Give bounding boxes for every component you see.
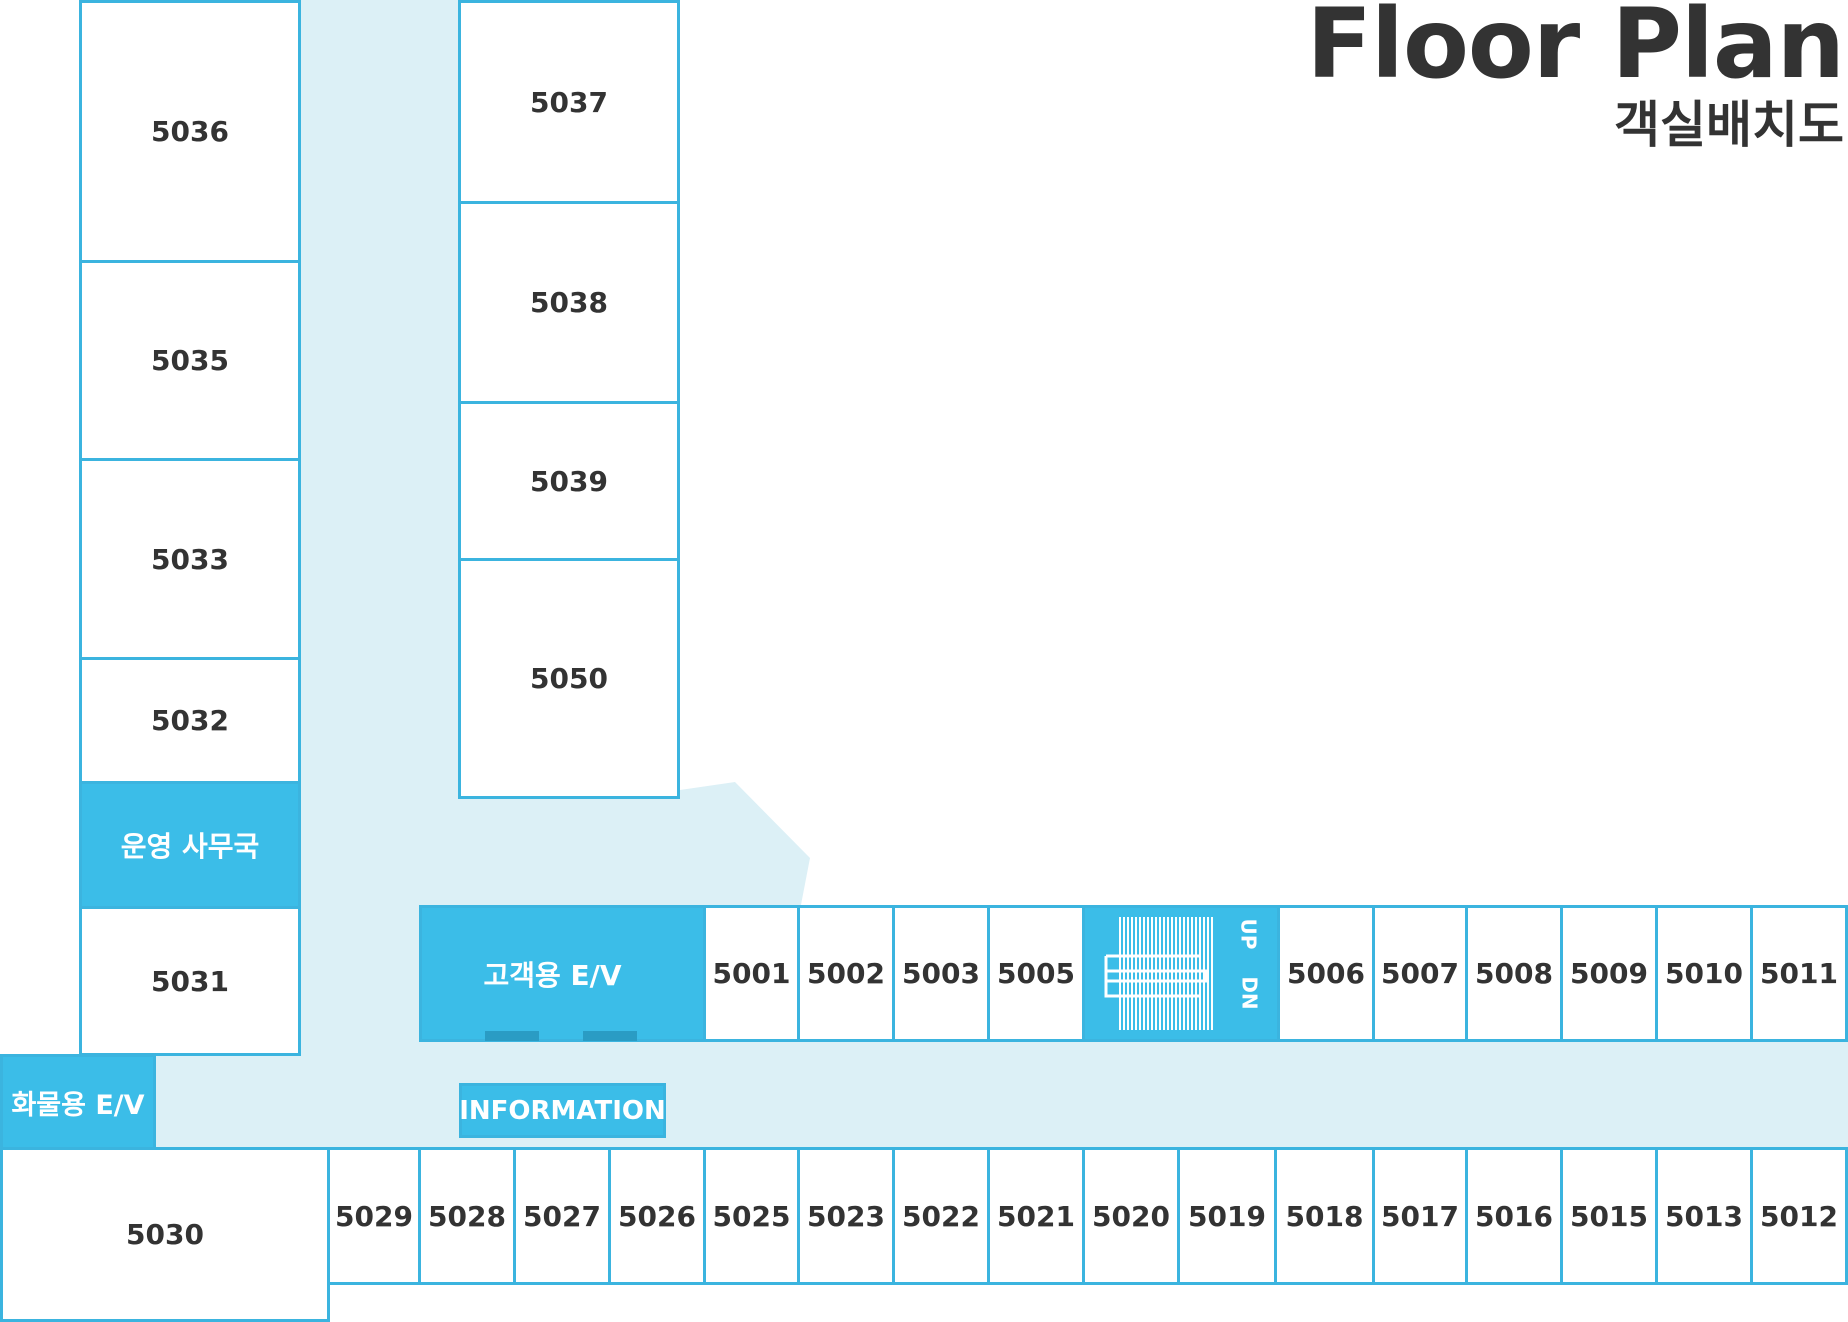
room-5038[interactable]: 5038 [458, 201, 680, 404]
room-5003[interactable]: 5003 [892, 905, 990, 1042]
freight-elevator[interactable]: 화물용 E/V [0, 1054, 156, 1150]
guest-elevator[interactable]: 고객용 E/V [419, 905, 706, 1042]
room-5001[interactable]: 5001 [703, 905, 800, 1042]
title-block: Floor Plan 객실배치도 [1306, 0, 1845, 154]
room-5031[interactable]: 5031 [79, 906, 301, 1056]
room-5020[interactable]: 5020 [1082, 1147, 1180, 1285]
room-5006[interactable]: 5006 [1277, 905, 1375, 1042]
room-5019[interactable]: 5019 [1177, 1147, 1277, 1285]
room-5013[interactable]: 5013 [1655, 1147, 1753, 1285]
room-5015[interactable]: 5015 [1560, 1147, 1658, 1285]
room-5028[interactable]: 5028 [418, 1147, 516, 1285]
information-desk[interactable]: INFORMATION [459, 1083, 666, 1138]
room-5012[interactable]: 5012 [1750, 1147, 1848, 1285]
title-english: Floor Plan [1306, 0, 1845, 100]
stairs-up-label: UP [1236, 918, 1261, 950]
stairs-down-label: DN [1237, 976, 1262, 1010]
stairs-icon [1104, 917, 1213, 1030]
corridor-vertical [300, 0, 460, 1060]
room-5005[interactable]: 5005 [987, 905, 1085, 1042]
room-5029[interactable]: 5029 [327, 1147, 421, 1285]
room-5036[interactable]: 5036 [79, 0, 301, 263]
room-5011[interactable]: 5011 [1750, 905, 1848, 1042]
room-5007[interactable]: 5007 [1372, 905, 1468, 1042]
room-5018[interactable]: 5018 [1274, 1147, 1375, 1285]
corridor-horizontal [150, 1040, 1848, 1150]
room-5009[interactable]: 5009 [1560, 905, 1658, 1042]
room-5017[interactable]: 5017 [1372, 1147, 1468, 1285]
stairs[interactable]: UP DN [1082, 905, 1280, 1042]
room-5032[interactable]: 5032 [79, 657, 301, 784]
room-5027[interactable]: 5027 [513, 1147, 611, 1285]
room-5050[interactable]: 5050 [458, 558, 680, 799]
room-5030[interactable]: 5030 [0, 1147, 330, 1322]
room-5039[interactable]: 5039 [458, 401, 680, 561]
room-5002[interactable]: 5002 [797, 905, 895, 1042]
room-5033[interactable]: 5033 [79, 458, 301, 660]
room-5021[interactable]: 5021 [987, 1147, 1085, 1285]
room-5016[interactable]: 5016 [1465, 1147, 1563, 1285]
elevator-door-2 [583, 1031, 637, 1041]
elevator-door-1 [485, 1031, 539, 1041]
room-5022[interactable]: 5022 [892, 1147, 990, 1285]
room-5008[interactable]: 5008 [1465, 905, 1563, 1042]
guest-elevator-label: 고객용 E/V [483, 958, 622, 992]
room-5026[interactable]: 5026 [608, 1147, 706, 1285]
room-5037[interactable]: 5037 [458, 0, 680, 204]
room-5023[interactable]: 5023 [797, 1147, 895, 1285]
room-5025[interactable]: 5025 [703, 1147, 800, 1285]
title-korean: 객실배치도 [1614, 96, 1844, 154]
room-5010[interactable]: 5010 [1655, 905, 1753, 1042]
office[interactable]: 운영 사무국 [79, 781, 301, 909]
room-5035[interactable]: 5035 [79, 260, 301, 461]
